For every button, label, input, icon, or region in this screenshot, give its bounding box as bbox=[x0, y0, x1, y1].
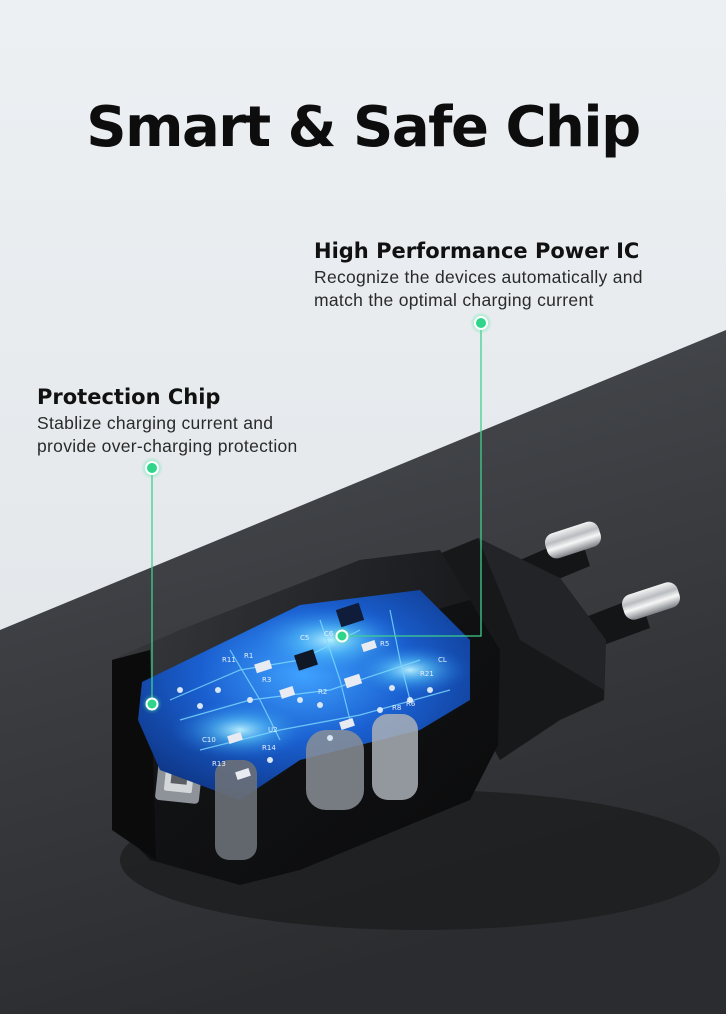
power-ic-marker-chip bbox=[335, 629, 349, 643]
pcb-label-r21: R21 bbox=[420, 670, 434, 678]
pcb-label-r13: R13 bbox=[212, 760, 226, 768]
power-ic-desc-line2: match the optimal charging current bbox=[314, 290, 594, 310]
pcb-label-r11: R11 bbox=[222, 656, 236, 664]
pcb-label-r5: R5 bbox=[380, 640, 389, 648]
pcb-label-r1: R1 bbox=[244, 652, 253, 660]
power-ic-desc-line1: Recognize the devices automatically and bbox=[314, 267, 643, 287]
circuit-board: C5 C6 R11 R1 R3 R2 U2 R14 R13 C10 R8 R6 … bbox=[138, 590, 470, 860]
protection-chip-desc-line1: Stablize charging current and bbox=[37, 413, 274, 433]
page-title: Smart & Safe Chip bbox=[86, 95, 641, 160]
callout-connectors bbox=[141, 312, 492, 714]
pcb-label-c10: C10 bbox=[202, 736, 216, 744]
pcb-label-r2: R2 bbox=[318, 688, 327, 696]
power-ic-callout: High Performance Power IC Recognize the … bbox=[314, 236, 643, 312]
pcb-label-c5: C5 bbox=[300, 634, 309, 642]
power-ic-connector bbox=[342, 323, 482, 637]
pcb-label-u2: U2 bbox=[268, 726, 278, 734]
power-ic-title: High Performance Power IC bbox=[314, 239, 640, 263]
protection-marker-chip bbox=[145, 697, 159, 711]
pcb-label-r3: R3 bbox=[262, 676, 271, 684]
power-ic-marker-top bbox=[474, 316, 488, 330]
protection-chip-title: Protection Chip bbox=[37, 385, 221, 409]
protection-chip-desc-line2: provide over-charging protection bbox=[37, 436, 298, 456]
pcb-label-cl: CL bbox=[438, 656, 447, 664]
pcb-label-r6: R6 bbox=[406, 700, 416, 708]
protection-marker-top bbox=[145, 461, 159, 475]
pcb-label-r14: R14 bbox=[262, 744, 276, 752]
pcb-label-c6: C6 bbox=[324, 630, 334, 638]
protection-chip-callout: Protection Chip Stablize charging curren… bbox=[37, 382, 298, 458]
pcb-label-r8: R8 bbox=[392, 704, 401, 712]
